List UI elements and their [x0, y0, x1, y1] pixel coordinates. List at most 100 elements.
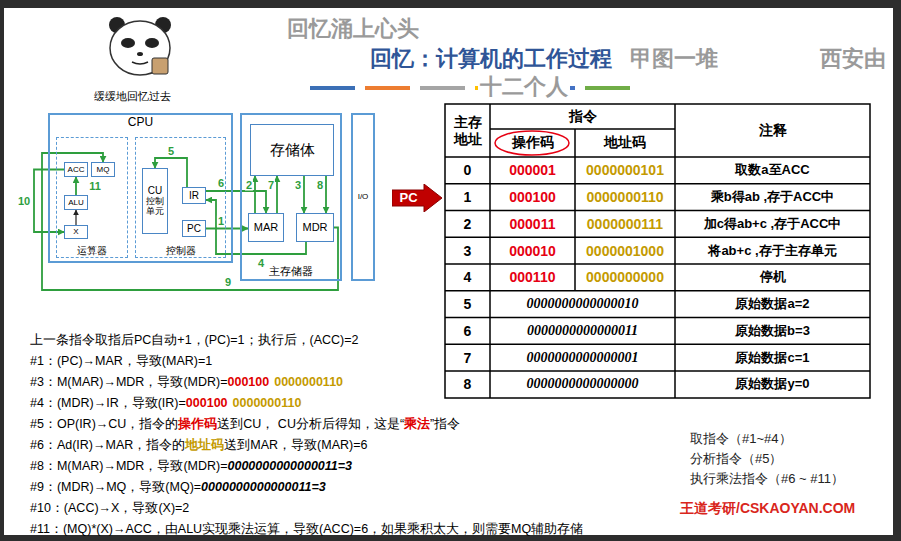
table-cell: 0000000000000011 — [490, 318, 675, 345]
step-line: #8：M(MAR)→MDR，导致(MDR)=0000000000000011=3 — [30, 458, 352, 474]
grid-line — [445, 344, 870, 346]
table-cell: 原始数据b=3 — [675, 318, 870, 345]
node-label: 存储体 — [270, 141, 315, 158]
node-label: PC — [187, 223, 201, 235]
table-cell: 地址码 — [575, 129, 675, 157]
step-text: #11：(MQ)*(X)→ACC，由ALU实现乘法运算，导致(ACC)=6，如果… — [30, 522, 583, 536]
callout-number: 6 — [217, 178, 225, 189]
step-text: #3：M(MAR)→MDR，导致(MDR)= — [30, 375, 227, 389]
text-holder: MDR — [297, 214, 333, 241]
overlay-comment: 回忆涌上心头 — [285, 16, 421, 42]
grid-line — [445, 183, 870, 185]
bar — [310, 86, 355, 90]
signal-arrow — [75, 210, 76, 225]
control-unit-box: CU控制单元 — [142, 168, 168, 234]
register-box: PC — [182, 220, 206, 237]
note-text: 取指令（#1~#4） — [690, 430, 792, 448]
table-cell: 000011 — [490, 211, 575, 238]
text-holder: 存储体 — [251, 125, 333, 175]
note-text: 执行乘法指令（#6 ~ #11） — [690, 470, 844, 488]
step-line: #9：(MDR)→MQ，导致(MQ)=0000000000000011=3 — [30, 479, 326, 495]
overlay-comment: 甲图一堆 — [628, 46, 720, 72]
step-text: #4：(MDR)→IR，导致(IR)= — [30, 396, 186, 410]
signal-arrow — [254, 176, 256, 213]
table-cell: 0000000111 — [575, 211, 675, 238]
step-line: #1：(PC)→MAR，导致(MAR)=1 — [30, 353, 212, 369]
bar — [420, 86, 465, 90]
bar — [365, 86, 410, 90]
step-line: #4：(MDR)→IR，导致(IR)=0001000000000110 — [30, 395, 301, 411]
callout-number: 5 — [167, 146, 175, 157]
table-cell: 操作码 — [490, 129, 575, 157]
table-cell: 0000000000 — [575, 264, 675, 291]
face — [110, 21, 170, 75]
step-text: #5：OP(IR)→CU，指令的 — [30, 417, 178, 431]
text-holder: CPU — [50, 116, 231, 130]
text-holder: MQ — [92, 163, 114, 176]
register-box: MDR — [296, 213, 334, 242]
table-cell: 0 — [445, 157, 490, 184]
callout-number: 2 — [245, 180, 253, 191]
text-holder: ACC — [65, 163, 87, 176]
text-holder: 运算器 — [57, 245, 127, 257]
signal-arrow — [206, 200, 306, 254]
node-label: ACC — [68, 165, 85, 174]
note-text: 分析指令（#5） — [690, 450, 782, 468]
memory-box: 存储体MARMDR主存储器 — [240, 113, 342, 281]
table-cell: 0000000101 — [575, 157, 675, 184]
grid-line — [445, 237, 870, 239]
node-label: MAR — [254, 221, 278, 234]
table-cell: 6 — [445, 318, 490, 345]
step-line: #11：(MQ)*(X)→ACC，由ALU实现乘法运算，导致(ACC)=6，如果… — [30, 521, 583, 537]
text-holder: IR — [183, 188, 205, 203]
grid-line — [445, 210, 870, 212]
step-text: 送到MAR，导致(MAR)=6 — [224, 438, 367, 452]
grid-line — [445, 290, 870, 292]
callout-number: 11 — [88, 181, 102, 192]
cpu-box: ACCMQALUX运算器CU控制单元IRPC控制器CPU — [48, 113, 233, 263]
slide-ground — [4, 8, 893, 535]
node-label: MDR — [302, 221, 327, 234]
node-label: CPU — [128, 116, 153, 130]
node-label: IR — [189, 190, 199, 202]
register-box: MAR — [248, 213, 284, 242]
table-cell: 将ab+c ,存于主存单元 — [675, 237, 870, 264]
register-box: IR — [182, 187, 206, 204]
text-holder: 控制器 — [136, 245, 225, 257]
step-text: 乘法 — [404, 417, 430, 431]
mouth — [132, 62, 148, 64]
cup — [152, 58, 168, 74]
table-cell: 取数a至ACC — [675, 157, 870, 184]
table-cell: 原始数据c=1 — [675, 344, 870, 371]
node-label: CU — [148, 185, 162, 197]
step-text: 上一条指令取指后PC自动+1，(PC)=1；执行后，(ACC)=2 — [30, 333, 359, 347]
register-box: MQ — [91, 162, 115, 177]
table-cell: 8 — [445, 371, 490, 398]
callout-number: 3 — [294, 180, 302, 191]
table-cell: 7 — [445, 344, 490, 371]
table-cell: 0000000000000001 — [490, 344, 675, 371]
callout-number: 1 — [217, 215, 225, 226]
text-holder: X — [65, 226, 87, 238]
table-cell: 2 — [445, 211, 490, 238]
controller-group: CU控制单元 IR PC 控制器 — [135, 137, 226, 258]
grid-line — [445, 263, 870, 265]
table-cell: 加c得ab+c ,存于ACC中 — [675, 211, 870, 238]
watermark: 王道考研/CSKAOYAN.COM — [680, 500, 855, 518]
table-cell: 0000001000 — [575, 237, 675, 264]
step-text: #6：Ad(IR)→MAR，指令的 — [30, 438, 185, 452]
callout-number: 8 — [316, 180, 324, 191]
step-text: 0000000000000011=3 — [201, 480, 326, 494]
step-text: 0000000110 — [274, 375, 343, 389]
bar — [585, 86, 630, 90]
node-label: MQ — [97, 165, 110, 174]
text-holder: CU控制单元 — [143, 169, 167, 233]
node-label: PC — [399, 191, 417, 206]
table-cell: 0000000110 — [575, 184, 675, 211]
text-holder: I/O — [353, 115, 373, 279]
panda-meme — [109, 17, 171, 75]
table-cell: 停机 — [675, 264, 870, 291]
title-bars — [310, 86, 630, 90]
callout-number: 4 — [257, 258, 265, 269]
eye — [121, 38, 135, 48]
